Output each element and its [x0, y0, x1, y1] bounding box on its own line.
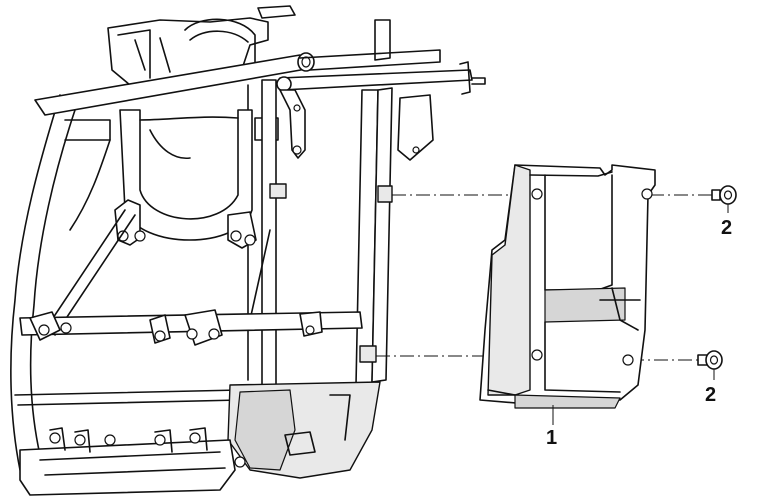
panel-mount-hole-lower-left	[531, 349, 543, 361]
panel-mount-hole-lower-right	[622, 354, 634, 366]
callout-2-lower-label: 2	[705, 384, 716, 406]
callout-2-upper: 2	[721, 204, 732, 239]
bolt-upper	[711, 185, 737, 205]
side-guard-panel	[479, 164, 656, 409]
panel-mount-hole-upper-right	[641, 188, 653, 200]
panel-mount-hole-upper-left	[531, 188, 543, 200]
callout-1-label: 1	[546, 427, 557, 449]
bolt-lower	[697, 350, 723, 370]
vehicle-frame	[10, 5, 486, 496]
callout-2-upper-label: 2	[721, 217, 732, 239]
callout-1: 1	[546, 405, 557, 449]
callout-2-lower: 2	[705, 369, 716, 406]
